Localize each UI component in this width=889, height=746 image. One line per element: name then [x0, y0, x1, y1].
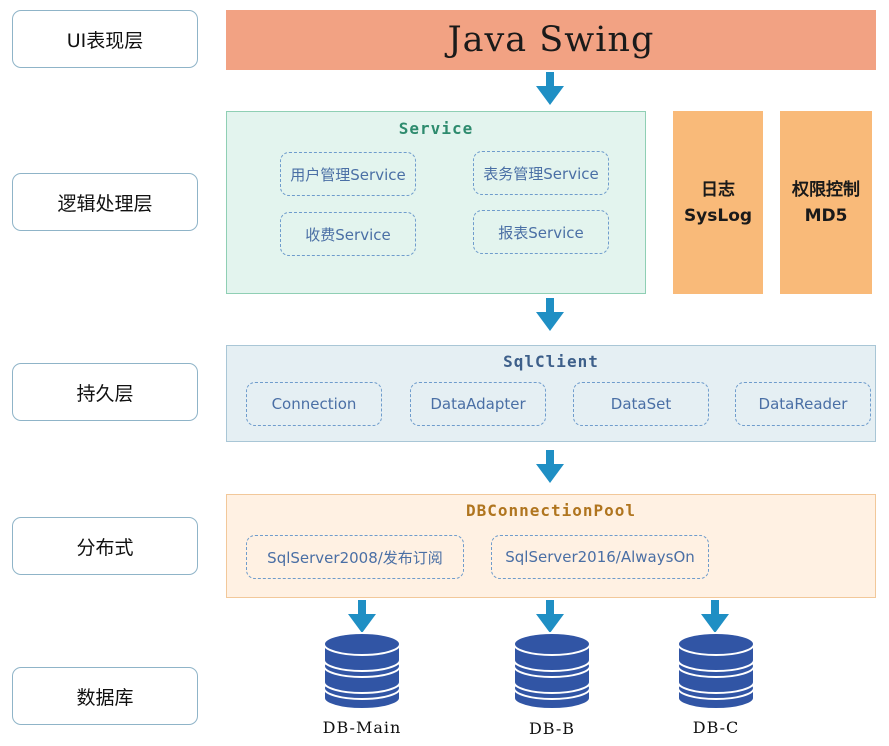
permission-box: 权限控制 MD5: [780, 111, 872, 294]
permission-label-cn: 权限控制: [792, 179, 860, 200]
syslog-label-cn: 日志: [701, 179, 735, 200]
database-label: DB-C: [692, 718, 740, 737]
service-panel: Service 用户管理Service 表务管理Service 收费Servic…: [226, 111, 646, 294]
syslog-label: SysLog: [683, 205, 753, 226]
arrow-down-icon: [536, 450, 564, 483]
layer-label-database: 数据库: [12, 667, 198, 725]
layer-label-logic: 逻辑处理层: [12, 173, 198, 231]
service-title: Service: [398, 119, 474, 138]
sqlclient-module: DataAdapter: [410, 382, 546, 426]
arrow-down-icon: [536, 298, 564, 331]
service-module: 报表Service: [473, 210, 609, 254]
pool-module: SqlServer2008/发布订阅: [246, 535, 464, 579]
database-icon: [323, 632, 401, 710]
sqlclient-module: DataSet: [573, 382, 709, 426]
arrow-down-icon: [701, 600, 729, 633]
arrow-down-icon: [348, 600, 376, 633]
service-module: 收费Service: [280, 212, 416, 256]
database-icon: [677, 632, 755, 710]
database-icon: [513, 632, 591, 710]
layer-label-ui: UI表现层: [12, 10, 198, 68]
arrow-down-icon: [536, 72, 564, 105]
service-module: 用户管理Service: [280, 152, 416, 196]
database-label: DB-Main: [322, 718, 402, 737]
syslog-box: 日志 SysLog: [673, 111, 763, 294]
sqlclient-panel: SqlClient Connection DataAdapter DataSet…: [226, 345, 876, 442]
pool-module: SqlServer2016/AlwaysOn: [491, 535, 709, 579]
java-swing-bar: Java Swing: [226, 10, 876, 70]
connection-pool-panel: DBConnectionPool SqlServer2008/发布订阅 SqlS…: [226, 494, 876, 598]
arrow-down-icon: [536, 600, 564, 633]
sqlclient-module: Connection: [246, 382, 382, 426]
database-label: DB-B: [528, 719, 576, 738]
connection-pool-title: DBConnectionPool: [465, 501, 637, 520]
sqlclient-title: SqlClient: [503, 352, 599, 371]
layer-label-distributed: 分布式: [12, 517, 198, 575]
layer-label-persistence: 持久层: [12, 363, 198, 421]
service-module: 表务管理Service: [473, 151, 609, 195]
sqlclient-module: DataReader: [735, 382, 871, 426]
permission-label: MD5: [804, 205, 848, 226]
